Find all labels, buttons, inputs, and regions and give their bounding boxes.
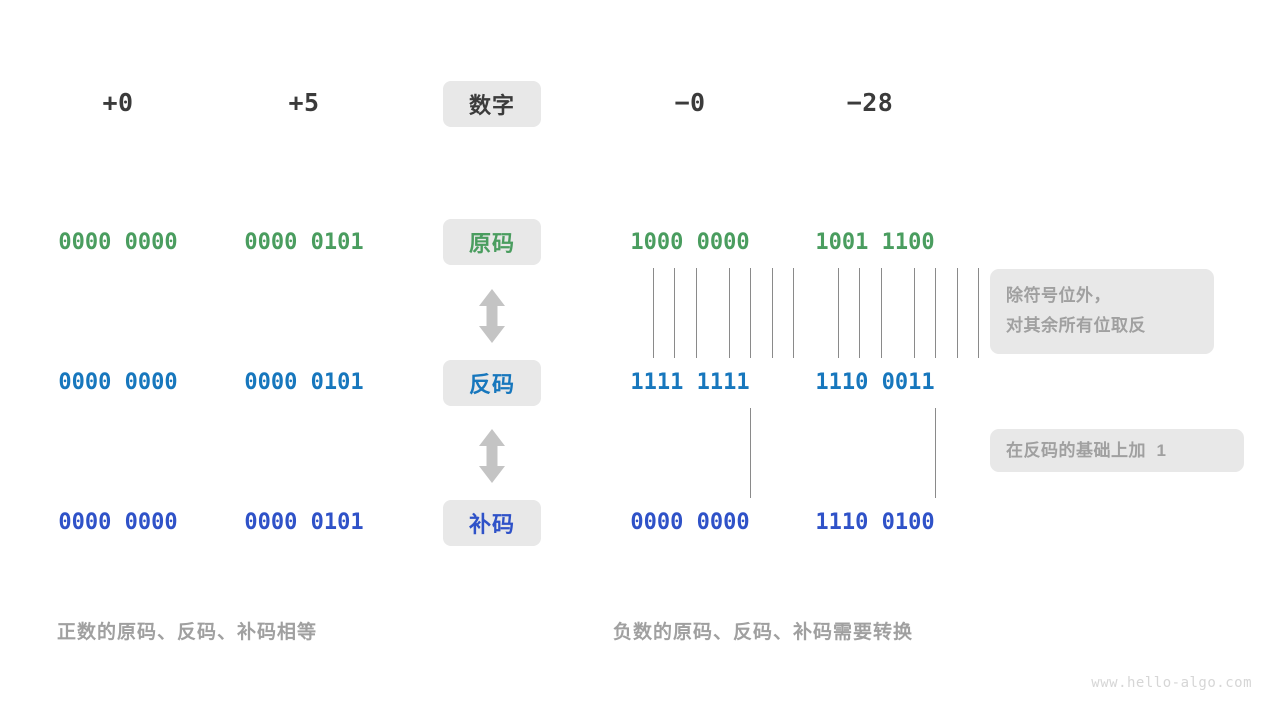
connector-line-invert xyxy=(653,268,654,358)
header-number-minus-zero: −0 xyxy=(674,88,706,117)
note-invert-line2: 对其余所有位取反 xyxy=(1006,316,1146,335)
caption-positive: 正数的原码、反码、补码相等 xyxy=(57,622,318,643)
double-arrow-icon xyxy=(479,429,505,483)
connector-line-invert xyxy=(696,268,697,358)
double-arrow-icon xyxy=(479,289,505,343)
connector-line-invert xyxy=(957,268,958,358)
connector-line-invert xyxy=(838,268,839,358)
note-add-one: 在反码的基础上加 1 xyxy=(990,429,1244,472)
connector-line-add-one xyxy=(750,408,751,498)
header-number-plus-five: +5 xyxy=(288,88,320,117)
badge-twos-complement: 补码 xyxy=(443,500,541,546)
connector-line-add-one xyxy=(935,408,936,498)
connector-line-invert xyxy=(750,268,751,358)
connector-line-invert xyxy=(978,268,979,358)
bits-ones-complement-plus-five: 0000 0101 xyxy=(244,370,364,395)
bits-true-form-plus-five: 0000 0101 xyxy=(244,230,364,255)
header-number-plus-zero: +0 xyxy=(102,88,134,117)
connector-line-invert xyxy=(859,268,860,358)
note-invert: 除符号位外， 对其余所有位取反 xyxy=(990,269,1214,354)
bits-twos-complement-plus-five: 0000 0101 xyxy=(244,510,364,535)
bits-ones-complement-minus-twentyeight: 1110 0011 xyxy=(815,370,935,395)
header-number-minus-twentyeight: −28 xyxy=(846,88,894,117)
caption-negative: 负数的原码、反码、补码需要转换 xyxy=(613,622,914,643)
bits-true-form-minus-twentyeight: 1001 1100 xyxy=(815,230,935,255)
connector-line-invert xyxy=(772,268,773,358)
bits-twos-complement-minus-twentyeight: 1110 0100 xyxy=(815,510,935,535)
bits-ones-complement-plus-zero: 0000 0000 xyxy=(58,370,178,395)
bits-twos-complement-minus-zero: 0000 0000 xyxy=(630,510,750,535)
connector-line-invert xyxy=(793,268,794,358)
bits-true-form-minus-zero: 1000 0000 xyxy=(630,230,750,255)
watermark: www.hello-algo.com xyxy=(1091,675,1252,691)
note-invert-line1: 除符号位外， xyxy=(1006,286,1111,305)
bits-twos-complement-plus-zero: 0000 0000 xyxy=(58,510,178,535)
bits-true-form-plus-zero: 0000 0000 xyxy=(58,230,178,255)
connector-line-invert xyxy=(674,268,675,358)
connector-line-invert xyxy=(729,268,730,358)
badge-true-form: 原码 xyxy=(443,219,541,265)
note-add-one-line1: 在反码的基础上加 1 xyxy=(1006,441,1167,460)
connector-line-invert xyxy=(914,268,915,358)
connector-line-invert xyxy=(935,268,936,358)
connector-line-invert xyxy=(881,268,882,358)
bits-ones-complement-minus-zero: 1111 1111 xyxy=(630,370,750,395)
badge-ones-complement: 反码 xyxy=(443,360,541,406)
badge-number: 数字 xyxy=(443,81,541,127)
